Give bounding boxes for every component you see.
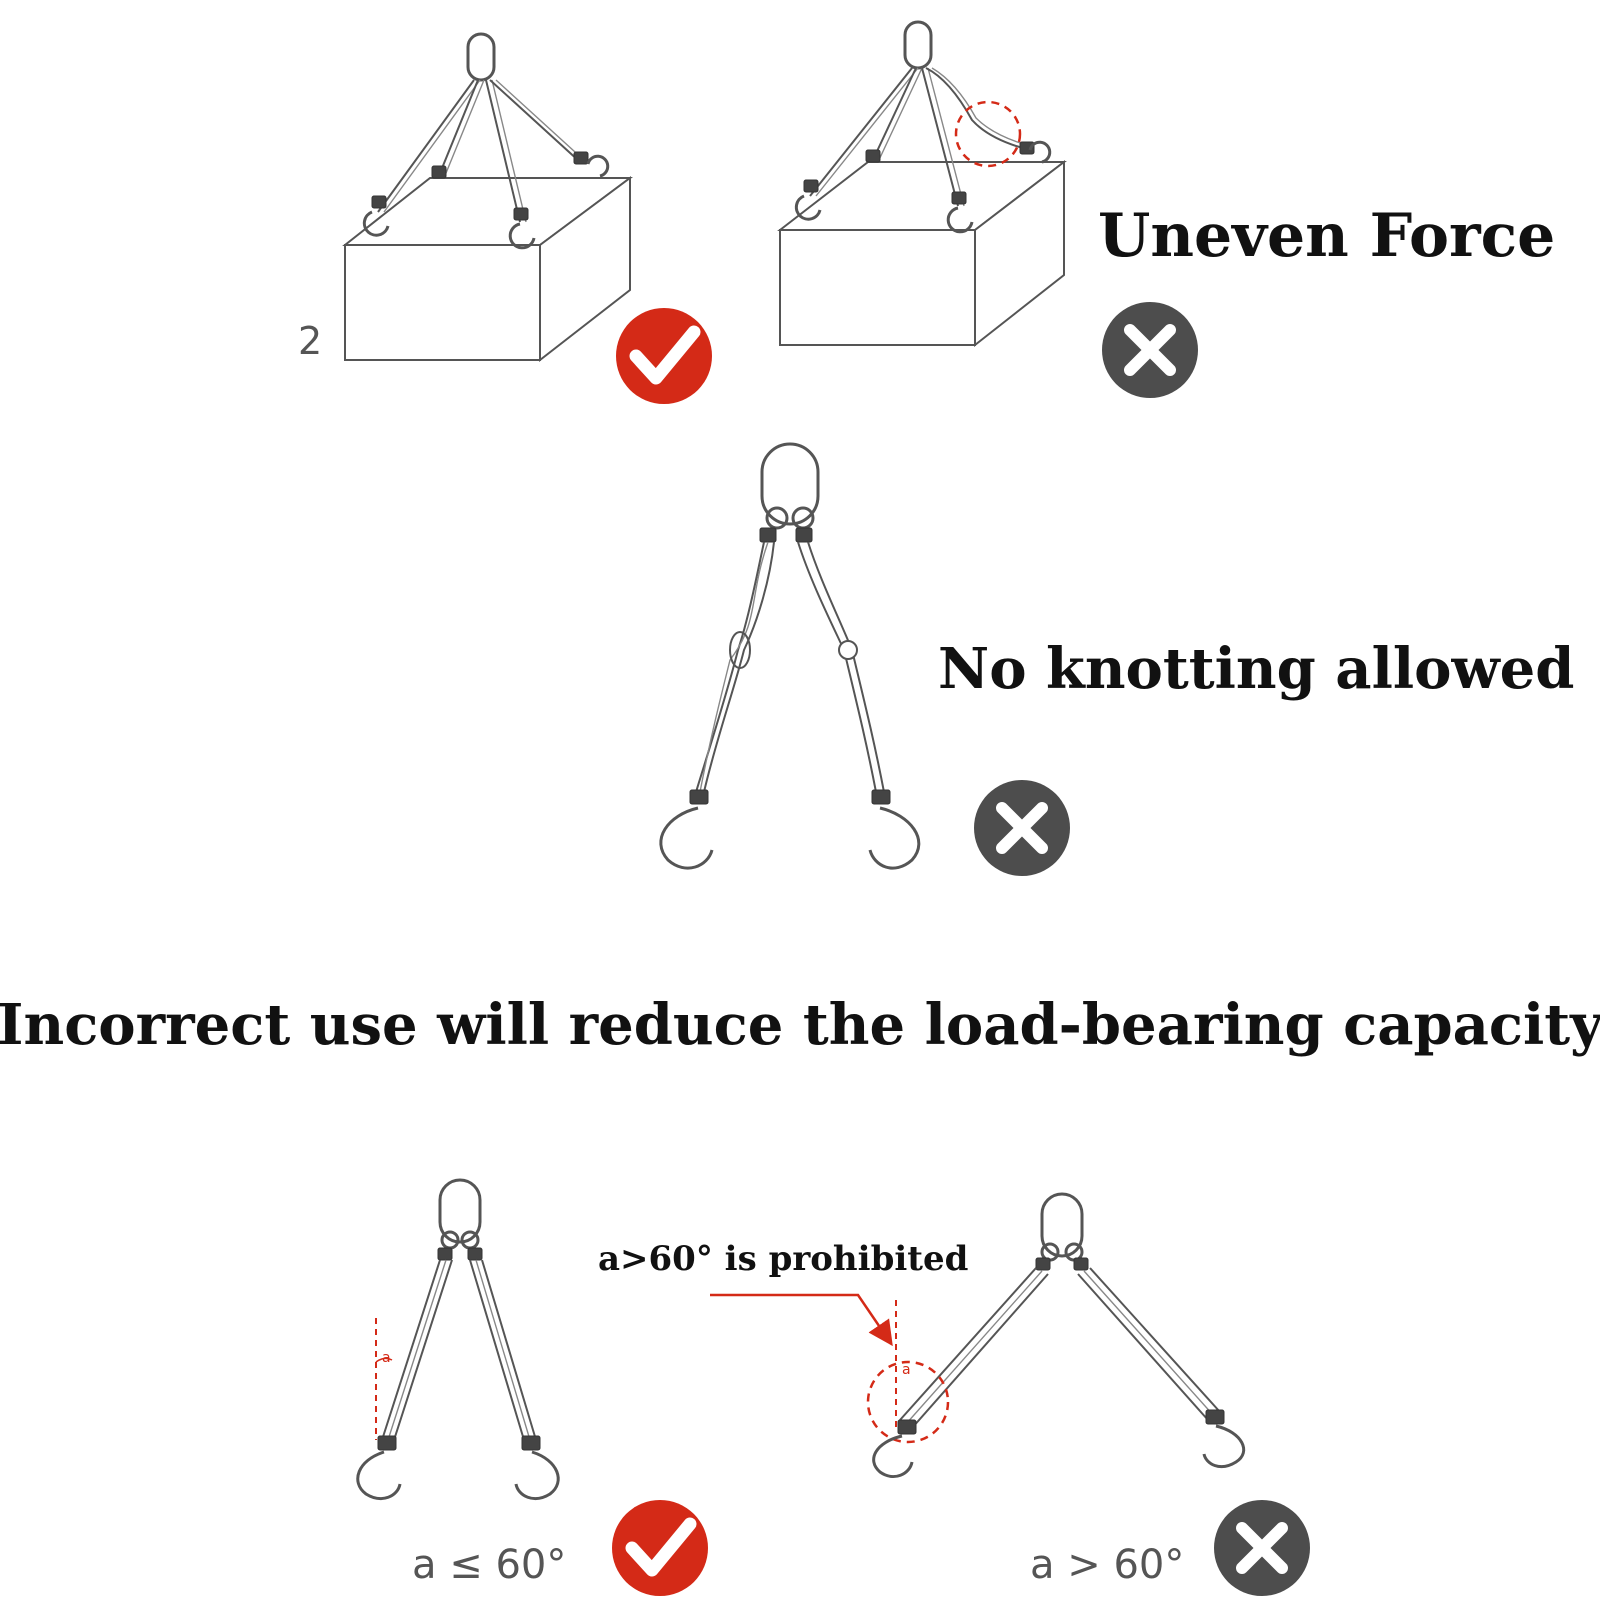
hook bbox=[946, 206, 974, 234]
hook bbox=[868, 806, 921, 870]
hook bbox=[362, 210, 390, 237]
sling-leg-right bbox=[1077, 1267, 1221, 1421]
knot bbox=[838, 640, 858, 660]
sling-legs bbox=[377, 79, 587, 223]
uneven-highlight-circle bbox=[954, 100, 1022, 168]
sling-legs bbox=[809, 67, 1031, 207]
check-mark-icon bbox=[629, 325, 701, 385]
two-leg-narrow-angle: a a ≤ 60° bbox=[356, 1178, 708, 1596]
master-link bbox=[903, 20, 933, 70]
hook bbox=[356, 1450, 402, 1500]
twist-knot bbox=[729, 631, 751, 669]
correct-badge bbox=[616, 308, 712, 404]
four-leg-lift-correct: 2 bbox=[298, 32, 712, 404]
no-knotting-label: No knotting allowed bbox=[938, 636, 1574, 702]
sling-leg-right bbox=[797, 541, 885, 793]
main-statement: Incorrect use will reduce the load-beari… bbox=[0, 992, 1600, 1058]
cross-mark-icon bbox=[1236, 1522, 1288, 1574]
sling-leg-right bbox=[469, 1259, 537, 1441]
sling-leg-left bbox=[381, 1259, 453, 1441]
angle-highlight-circle bbox=[866, 1360, 950, 1444]
load-box bbox=[777, 159, 1067, 348]
hook bbox=[659, 806, 714, 870]
hook bbox=[794, 194, 822, 221]
sling-leg-left bbox=[695, 541, 775, 793]
master-link bbox=[760, 442, 820, 526]
hook bbox=[1202, 1424, 1246, 1468]
prohibited-note: a>60° is prohibited bbox=[598, 1239, 968, 1279]
cross-mark-icon bbox=[1124, 324, 1176, 376]
master-link bbox=[1040, 1192, 1084, 1258]
box-number-label: 2 bbox=[298, 319, 322, 363]
angle-symbol: a bbox=[382, 1350, 391, 1366]
uneven-force-label: Uneven Force bbox=[1098, 201, 1555, 271]
correct-badge bbox=[612, 1500, 708, 1596]
wrong-badge bbox=[974, 780, 1070, 876]
load-box bbox=[342, 176, 634, 363]
angle-symbol: a bbox=[902, 1362, 911, 1378]
master-link bbox=[438, 1178, 482, 1244]
hook bbox=[1028, 140, 1052, 164]
wrong-badge bbox=[1214, 1500, 1310, 1596]
hook bbox=[514, 1450, 560, 1500]
hook bbox=[508, 222, 536, 250]
cross-mark-icon bbox=[996, 802, 1048, 854]
angle-bad-label: a > 60° bbox=[1030, 1542, 1184, 1588]
two-leg-wide-angle: a>60° is prohibited a a > 60° bbox=[598, 1192, 1310, 1596]
four-leg-lift-uneven: Uneven Force bbox=[777, 20, 1555, 398]
check-mark-icon bbox=[625, 1517, 697, 1577]
two-leg-knotted-sling: No knotting allowed bbox=[659, 442, 1574, 876]
angle-ok-label: a ≤ 60° bbox=[412, 1542, 566, 1588]
hook bbox=[872, 1434, 914, 1478]
wrong-badge bbox=[1102, 302, 1198, 398]
hook bbox=[586, 154, 610, 178]
warning-arrow bbox=[710, 1293, 893, 1347]
master-link bbox=[466, 32, 496, 82]
sling-leg-left bbox=[899, 1267, 1049, 1429]
